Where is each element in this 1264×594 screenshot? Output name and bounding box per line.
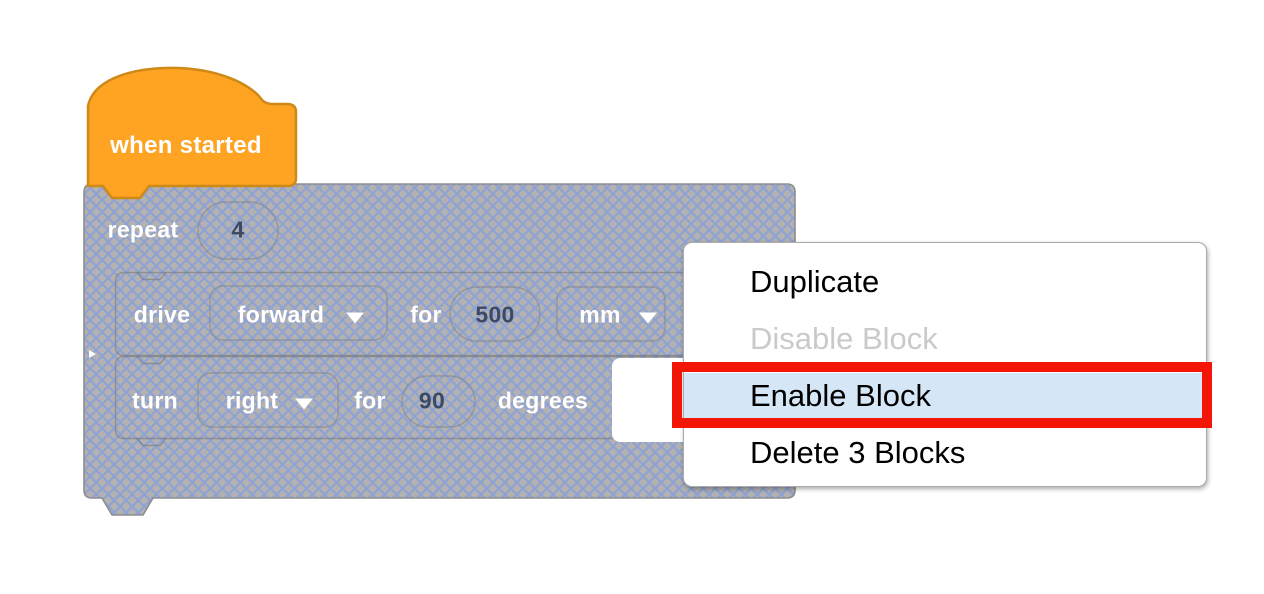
when-started-block[interactable] xyxy=(86,66,298,200)
drive-direction-value[interactable]: forward xyxy=(237,301,325,328)
drive-distance-input[interactable] xyxy=(449,286,541,342)
drive-label: drive xyxy=(133,301,191,328)
dropdown-arrow-icon[interactable] xyxy=(346,312,364,324)
dropdown-arrow-icon[interactable] xyxy=(639,312,657,324)
drive-distance-value[interactable]: 500 xyxy=(475,301,515,328)
menu-item-duplicate[interactable]: Duplicate xyxy=(750,263,880,299)
when-started-label: when started xyxy=(110,132,262,159)
dropdown-arrow-icon[interactable] xyxy=(295,398,313,410)
block-notch-top xyxy=(136,272,167,281)
turn-degrees-label: degrees xyxy=(497,387,589,414)
drive-for-label: for xyxy=(410,301,442,328)
repeat-count-value[interactable]: 4 xyxy=(231,216,245,243)
repeat-count-input[interactable] xyxy=(197,201,279,260)
turn-direction-dropdown[interactable] xyxy=(197,372,339,428)
block-notch-middle xyxy=(136,356,167,365)
repeat-label: repeat xyxy=(107,216,179,243)
menu-item-delete-blocks[interactable]: Delete 3 Blocks xyxy=(750,434,966,470)
block-notch-bottom xyxy=(136,438,167,447)
turn-angle-input[interactable] xyxy=(401,375,476,428)
drive-direction-dropdown[interactable] xyxy=(209,285,388,341)
turn-angle-value[interactable]: 90 xyxy=(418,387,446,414)
highlight-annotation-box xyxy=(672,362,1212,428)
drive-unit-value[interactable]: mm xyxy=(579,301,621,328)
turn-label: turn xyxy=(132,387,178,414)
turn-for-label: for xyxy=(354,387,386,414)
menu-item-disable-block: Disable Block xyxy=(750,320,938,356)
menu-item-enable-block[interactable]: Enable Block xyxy=(684,372,1206,419)
cursor-marker xyxy=(89,350,96,358)
drive-unit-dropdown[interactable] xyxy=(556,286,666,342)
turn-direction-value[interactable]: right xyxy=(225,387,279,414)
